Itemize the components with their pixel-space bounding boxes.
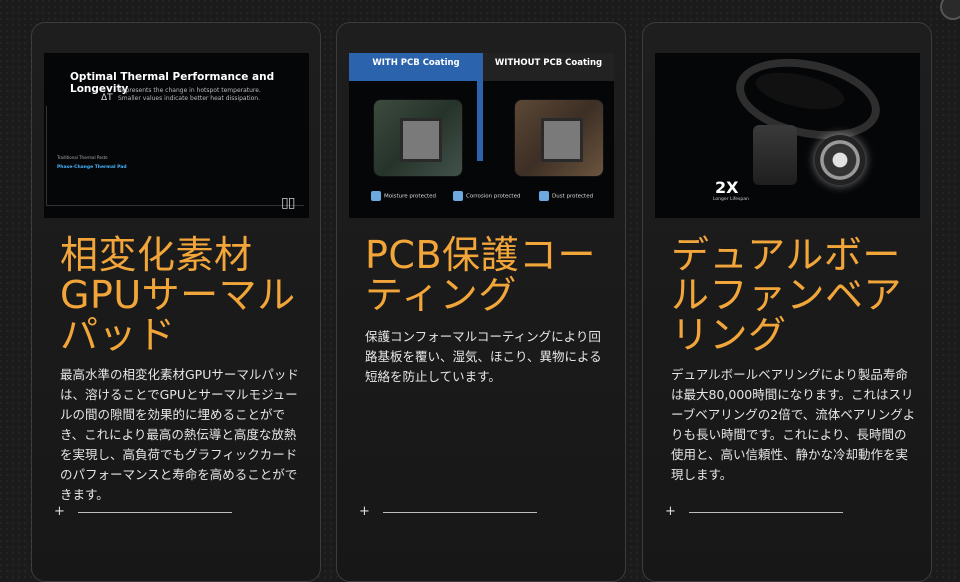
- pause-icon[interactable]: ▯▯: [281, 195, 295, 211]
- thermal-chart-subtitle: Represents the change in hotspot tempera…: [118, 87, 261, 102]
- card-footer: +: [359, 504, 539, 521]
- delta-symbol: ΔT: [101, 93, 113, 103]
- legend-phase-change: Phase-Change Thermal Pad: [57, 165, 127, 170]
- card-footer: +: [54, 504, 234, 521]
- pcb-coating-image: WITH PCB Coating WITHOUT PCB Coating Moi…: [349, 53, 614, 218]
- chart-x-axis: [46, 205, 304, 206]
- shield-icon: [539, 191, 549, 201]
- legend-traditional: Traditional Thermal Paste: [57, 155, 108, 160]
- ball-bearing: [815, 135, 865, 185]
- plus-icon[interactable]: +: [54, 504, 65, 519]
- card-title: 相変化素材GPUサーマルパッド: [60, 233, 296, 357]
- coated-board: [373, 99, 463, 177]
- corrosion-label: Corrosion protected: [453, 191, 520, 201]
- plus-icon[interactable]: +: [665, 504, 676, 519]
- divider-line: [689, 512, 843, 513]
- divider-bar: [477, 81, 483, 161]
- divider-line: [383, 512, 537, 513]
- feature-card-fan-bearing: 2X Longer Lifespan デュアルボールファンベアリング デュアルボ…: [642, 22, 932, 582]
- thermal-chart-title: Optimal Thermal Performance and Longevit…: [70, 71, 275, 95]
- card-description: 保護コンフォーマルコーティングにより回路基板を覆い、湿気、ほこり、異物による短絡…: [365, 329, 602, 384]
- moisture-label: Moisture protected: [371, 191, 436, 201]
- plus-icon[interactable]: +: [359, 504, 370, 519]
- with-coating-header: WITH PCB Coating: [349, 53, 483, 81]
- lifespan-sub: Longer Lifespan: [713, 197, 749, 202]
- without-coating-header: WITHOUT PCB Coating: [483, 53, 614, 81]
- feature-card-thermal-pad: Optimal Thermal Performance and Longevit…: [31, 22, 321, 582]
- feature-card-pcb-coating: WITH PCB Coating WITHOUT PCB Coating Moi…: [336, 22, 626, 582]
- lifespan-badge: 2X: [715, 178, 739, 197]
- card-description: デュアルボールベアリングにより製品寿命は最大80,000時間になります。これはス…: [671, 367, 916, 482]
- gpu-chip: [400, 118, 442, 162]
- uncoated-board: [514, 99, 604, 177]
- card-description: 最高水準の相変化素材GPUサーマルパッドは、溶けることでGPUとサーマルモジュー…: [60, 367, 299, 502]
- divider-line: [78, 512, 232, 513]
- shield-icon: [371, 191, 381, 201]
- shield-icon: [453, 191, 463, 201]
- gpu-chip: [541, 118, 583, 162]
- thermal-chart-image: Optimal Thermal Performance and Longevit…: [44, 53, 309, 218]
- card-footer: +: [665, 504, 845, 521]
- motor-parts: [753, 125, 797, 185]
- dust-label: Dust protected: [539, 191, 593, 201]
- corner-icon[interactable]: [940, 0, 960, 20]
- card-title: PCB保護コーティング: [365, 233, 597, 317]
- chart-y-axis: [46, 106, 47, 206]
- fan-bearing-image: 2X Longer Lifespan: [655, 53, 920, 218]
- card-title: デュアルボールファンベアリング: [671, 233, 903, 357]
